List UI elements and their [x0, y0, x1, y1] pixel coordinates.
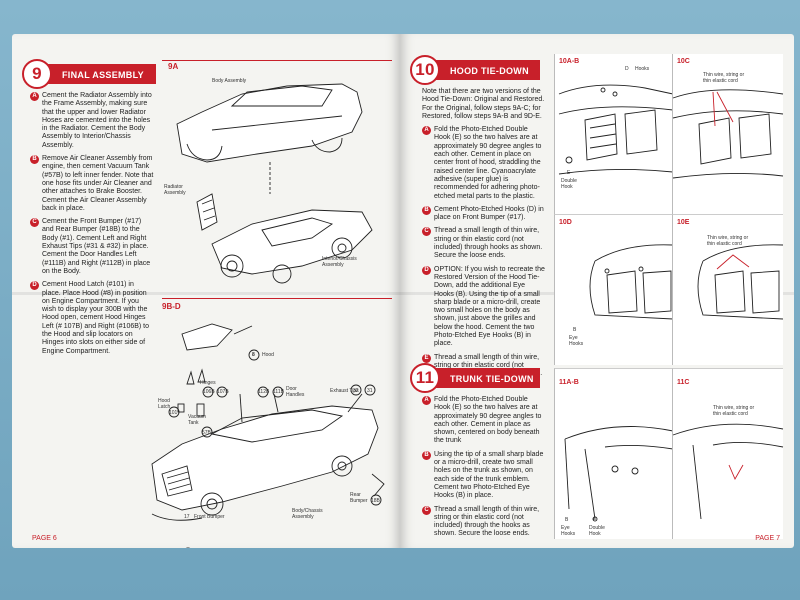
panel-11c: 11C Thin wire, string or thin elastic co… [672, 368, 784, 539]
trunk-illustration [564, 426, 674, 522]
front-grille-illustration [558, 84, 674, 175]
callout-door-handles: Door Handles [286, 386, 305, 398]
part-number-101: 101 [169, 410, 178, 416]
panel-10a-b: 10A-B D Hooks E Double Hook [554, 54, 674, 214]
right-page: 10 HOOD TIE-DOWN Note that there are two… [400, 34, 794, 548]
trunk-illustration [672, 423, 784, 520]
part-number-18b: 18B [371, 498, 380, 504]
panel-10d: 10D B Eye Hooks [554, 214, 674, 365]
hood-front-illustration [589, 244, 674, 320]
step-number: 10 [410, 55, 440, 85]
callout-hood-latch: Hood Latch [158, 398, 171, 410]
step-number: 9 [22, 59, 52, 89]
callout-hinges: Hinges [200, 380, 216, 386]
part-number-111b: 111B [273, 389, 284, 395]
divider [162, 60, 392, 61]
callout-vacuum-tank: Vacuum Tank [188, 414, 206, 426]
step-10-intro: Note that there are two versions of the … [422, 88, 545, 120]
step-title: FINAL ASSEMBLY [62, 70, 144, 80]
step-11-header: 11 TRUNK TIE-DOWN [410, 363, 540, 393]
car-exploded-diagram-9b-d [151, 323, 385, 548]
step-9-header: 9 FINAL ASSEMBLY [22, 59, 156, 89]
hood-front-illustration [697, 244, 784, 320]
part-number-17: 17 [184, 514, 190, 520]
part-number-106b: 106B [203, 389, 215, 395]
step-number: 11 [410, 363, 440, 393]
figure-label-9a: 9A [168, 62, 179, 71]
panel-10c: 10C Thin wire, string or thin elastic co… [672, 54, 784, 214]
panel-10e: 10E Thin wire, string or thin elastic co… [672, 214, 784, 365]
figure-label-9b-d: 9B-D [162, 302, 181, 311]
part-number-32: 32 [353, 388, 359, 394]
part-number-8: 8 [252, 352, 255, 358]
page-number: PAGE 6 [32, 535, 57, 542]
step-10-header: 10 HOOD TIE-DOWN [410, 55, 540, 85]
divider [162, 298, 392, 299]
part-number-112b: 112B [258, 389, 270, 395]
part-number-31: 31 [367, 388, 373, 394]
callout-front-bumper: Front Bumper [194, 514, 225, 520]
callout-hood: Hood [262, 352, 274, 358]
step-title: HOOD TIE-DOWN [450, 66, 529, 76]
page-number: PAGE 7 [755, 535, 780, 542]
callout-radiator-assembly: Radiator Assembly [164, 184, 186, 196]
front-grille-illustration [672, 89, 784, 179]
panel-11a-b: 11A-B B Eye Hooks E Double Hook [554, 368, 674, 539]
fold-crease [12, 292, 400, 295]
car-exploded-diagram-9a [176, 83, 373, 284]
step-title: TRUNK TIE-DOWN [450, 374, 534, 384]
callout-body-assembly: Body Assembly [212, 78, 247, 84]
callout-rear-bumper: Rear Bumper [350, 492, 368, 504]
part-number-57b: 57B [202, 430, 211, 436]
callout-interior-chassis-assembly: Interior/Chassis Assembly [322, 256, 357, 268]
callout-body-chassis-assembly: Body/Chassis Assembly [292, 508, 323, 520]
part-number-107b: 107B [217, 389, 229, 395]
callout-exhaust-tips: Exhaust Tips [330, 388, 359, 394]
step-10-instructions: Note that there are two versions of the … [422, 88, 546, 392]
